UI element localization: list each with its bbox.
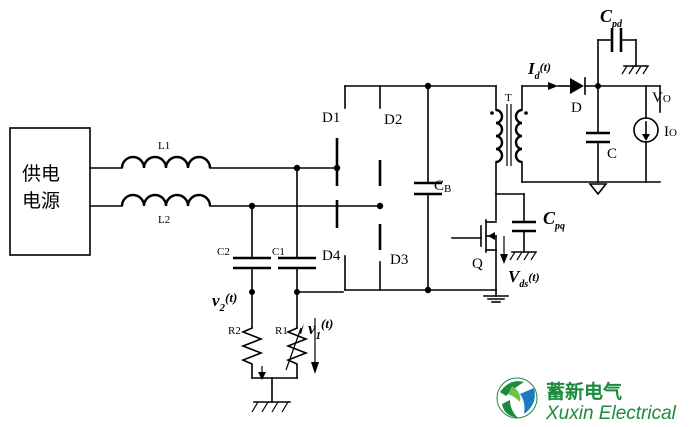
d4-label: D4 <box>322 248 341 264</box>
cpq-label: Cpq <box>543 208 565 232</box>
r2-label: R2 <box>228 325 241 337</box>
resistor-r1 <box>285 326 309 379</box>
vds-label: Vds(t) <box>508 267 540 290</box>
mosfet-q: Q <box>451 193 525 303</box>
d2-label: D2 <box>384 112 402 128</box>
leaf-icon <box>496 377 538 419</box>
c2-label: C2 <box>217 246 230 258</box>
vo-label: VO <box>652 90 671 106</box>
bridge-rectifier: D1 D2 D3 D4 <box>322 85 497 291</box>
inductor-l2 <box>120 193 212 207</box>
c-out-label: C <box>607 146 617 162</box>
capacitor-cpd <box>597 28 649 87</box>
r1-label: R1 <box>275 325 288 337</box>
resistor-r2 <box>240 326 264 379</box>
inductor-l1 <box>120 155 212 169</box>
v2-label: v2(t) <box>212 290 237 314</box>
cpd-label: Cpd <box>600 6 623 30</box>
output-diode-d: D <box>548 77 661 116</box>
cb-label: CB <box>434 178 451 195</box>
d3-label: D3 <box>390 252 408 268</box>
io-label: IO <box>664 124 677 140</box>
l2-label: L2 <box>158 214 170 226</box>
l1-label: L1 <box>158 140 170 152</box>
id-arrow <box>548 82 558 90</box>
primary-winding <box>495 108 504 164</box>
sensing-branches: C1 C2 R1 R2 <box>217 167 344 413</box>
output-stage: C VO IO <box>586 85 677 196</box>
source-label-line1: 供电 <box>22 163 60 185</box>
c1-label: C1 <box>272 246 285 258</box>
input-wiring: L1 L2 <box>89 140 384 226</box>
v1-label: v1(t) <box>308 316 333 342</box>
q-label: Q <box>472 256 483 272</box>
brand-name-cn: 蓄新电气 <box>546 380 622 403</box>
power-source: 供电 电源 <box>9 127 91 256</box>
source-label-line2: 电源 <box>22 190 60 212</box>
d-label: D <box>571 100 582 116</box>
capacitor-cpq <box>509 193 537 261</box>
capacitor-cb: CB <box>414 82 451 294</box>
brand-logo: 蓄新电气 Xuxin Electrical <box>496 377 677 424</box>
transformer: T <box>490 85 661 195</box>
brand-name-en: Xuxin Electrical <box>545 403 677 424</box>
d1-label: D1 <box>322 110 340 126</box>
id-label: Id(t) <box>527 59 551 82</box>
transformer-label: T <box>505 92 512 104</box>
secondary-winding <box>514 108 523 164</box>
